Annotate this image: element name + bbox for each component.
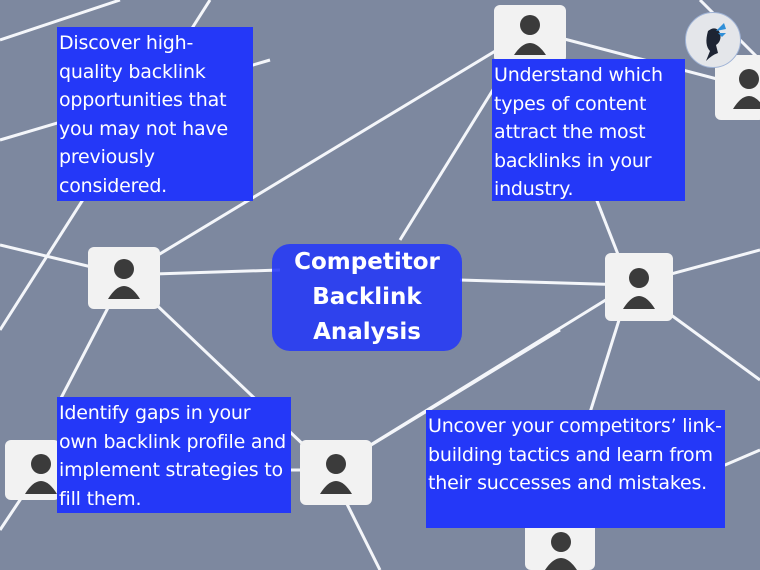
card-identify-gaps: Identify gaps in your own backlink profi… — [57, 397, 291, 513]
card-discover-opportunities: Discover high-quality backlink opportuni… — [57, 27, 253, 201]
card-content-types: Understand which types of content attrac… — [492, 59, 685, 201]
title-line: Backlink — [312, 284, 422, 310]
butterfly-logo-icon — [685, 12, 741, 68]
person-cube-icons — [5, 5, 760, 570]
title-line: Analysis — [313, 319, 421, 345]
page-title: Competitor Backlink Analysis — [272, 244, 462, 351]
card-competitor-tactics: Uncover your competitors’ link-building … — [426, 410, 725, 528]
title-line: Competitor — [294, 249, 440, 275]
